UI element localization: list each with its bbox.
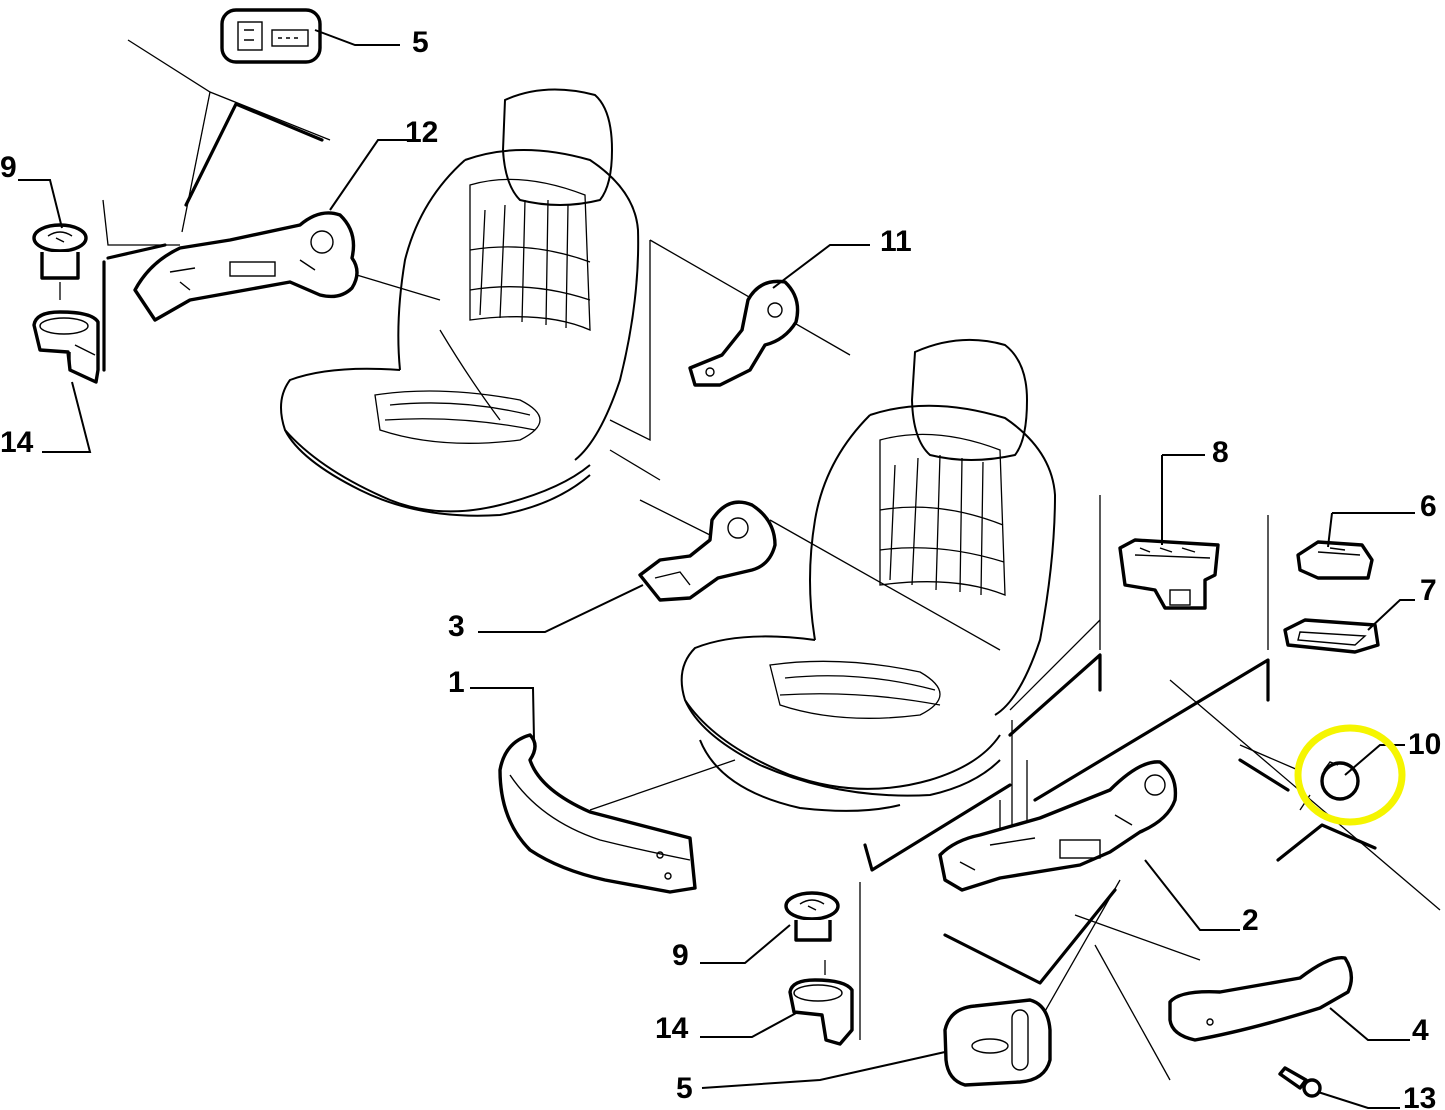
label-part-13: 13 [1403,1082,1436,1110]
part-6-cover [1296,540,1374,580]
part-2-side-trim [938,760,1178,892]
label-part-5-top: 5 [412,26,429,59]
part-13-bolt [1278,1066,1322,1098]
label-part-3: 3 [448,610,465,643]
lower-seat [680,338,1057,812]
part-14-bottom-cup [788,978,854,1046]
part-5-top-switch [220,8,322,64]
upper-seat [280,88,640,517]
label-part-11: 11 [880,225,912,258]
label-part-12: 12 [405,116,438,149]
part-8-switch-block [1118,538,1220,610]
label-part-8: 8 [1212,436,1229,469]
label-part-5-bottom: 5 [676,1072,693,1105]
label-part-6: 6 [1420,490,1437,523]
part-7-gasket [1283,618,1380,654]
part-14-left-cup [32,310,100,384]
part-12-side-trim [133,211,359,322]
label-part-9-bottom: 9 [672,939,689,972]
part-1-front-trim [498,733,697,894]
part-5-bottom-switch [943,998,1052,1087]
label-part-10: 10 [1408,728,1441,761]
label-part-14-left: 14 [0,426,34,459]
construction-lines [59,39,1441,1081]
label-part-1: 1 [448,666,465,699]
label-part-4: 4 [1412,1014,1429,1047]
highlight-circle [1294,724,1406,826]
part-9-bottom-knob [784,891,840,942]
part-9-left-knob [32,223,88,280]
part-labels: 5 12 9 14 11 8 6 7 3 1 10 2 9 14 4 5 13 [0,26,1441,1110]
label-part-9-left: 9 [0,151,17,184]
label-part-2: 2 [1242,904,1259,937]
label-part-14-bottom: 14 [655,1012,689,1045]
leader-lines [18,29,1415,1109]
part-4-handle [1168,955,1354,1042]
part-3-bracket [638,500,777,602]
label-part-7: 7 [1420,574,1437,607]
part-11-bracket [688,279,800,387]
